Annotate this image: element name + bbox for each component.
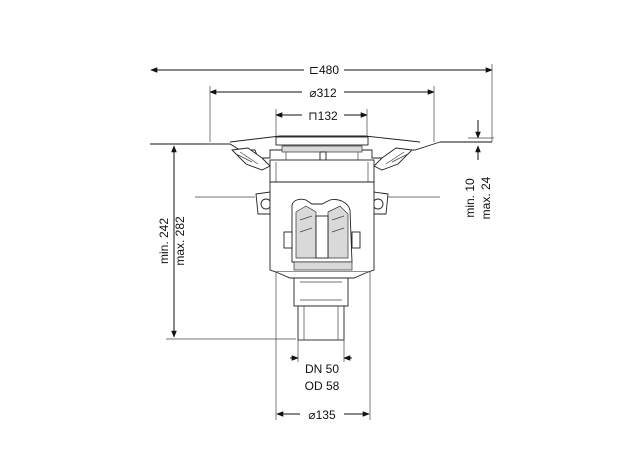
flange-diameter-label: ⌀312	[309, 86, 337, 100]
outlet-nominal-label: DN 50	[305, 362, 339, 376]
outlet-outer-label: OD 58	[305, 379, 340, 393]
dimension-height: min. 242 max. 282	[157, 145, 296, 340]
body-diameter-label: ⌀135	[308, 408, 336, 422]
drain-body	[195, 135, 441, 341]
adjust-min-label: min. 10	[463, 178, 477, 218]
dimension-body-diameter: ⌀135	[275, 272, 371, 422]
dimension-grate-size: ⊓132	[275, 107, 368, 140]
grate-size-label: ⊓132	[308, 109, 338, 123]
dimension-overall-width: ⊏480	[150, 61, 493, 142]
dimension-flange-diameter: ⌀312	[209, 84, 435, 142]
height-min-label: min. 242	[157, 218, 171, 264]
overall-width-label: ⊏480	[309, 63, 339, 77]
height-max-label: max. 282	[173, 216, 187, 266]
dimension-outlet: DN 50 OD 58	[290, 340, 352, 393]
dimension-adjustment: min. 10 max. 24	[463, 120, 494, 219]
adjust-max-label: max. 24	[479, 176, 493, 219]
